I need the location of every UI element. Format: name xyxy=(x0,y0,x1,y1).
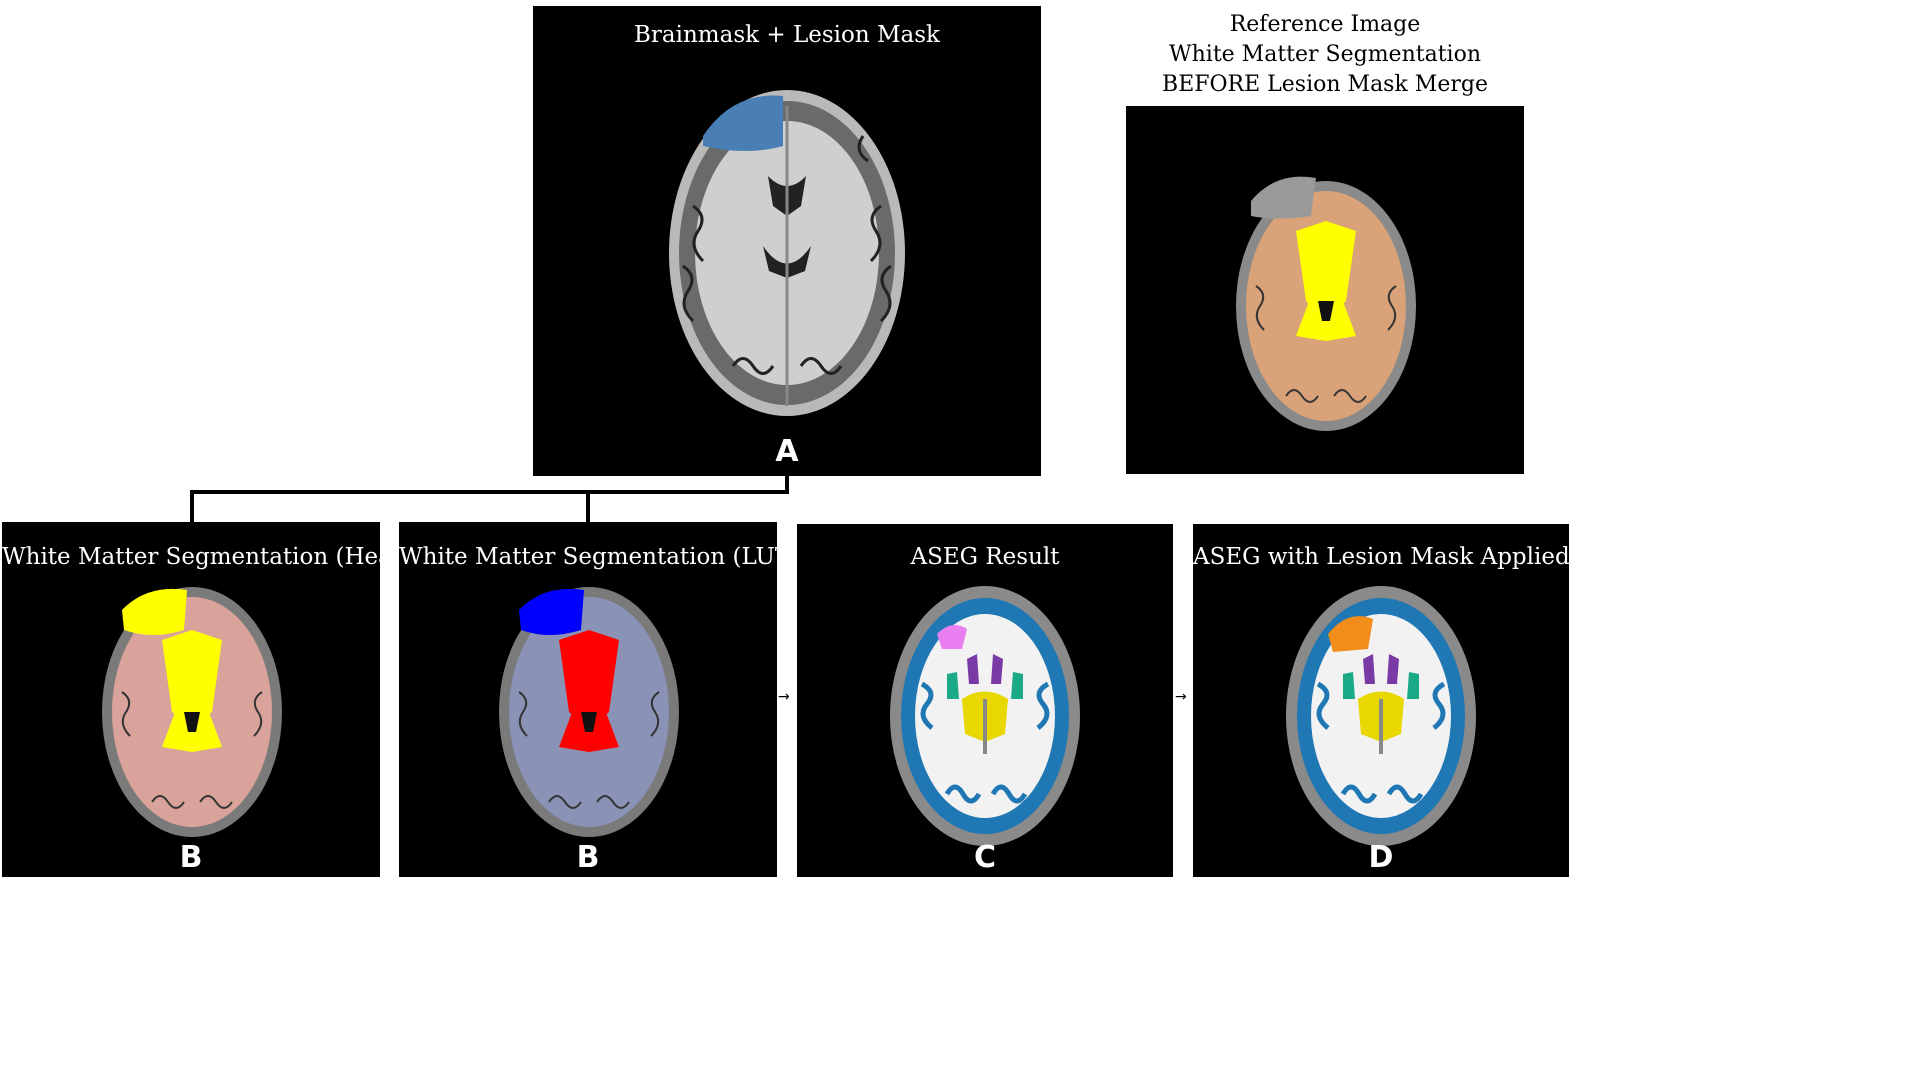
panel-a: Brainmask + Lesion Mask A xyxy=(533,6,1041,476)
panel-c: ASEG Result C xyxy=(797,524,1173,877)
connector-lines xyxy=(190,476,789,522)
brain-image-d xyxy=(1286,586,1476,846)
panel-b-heat: White Matter Segmentation (Heat) B xyxy=(2,522,411,877)
panel-d-label: D xyxy=(1368,840,1394,875)
panel-c-title: ASEG Result xyxy=(910,544,1060,570)
arrow-b-to-c: → xyxy=(778,689,790,705)
lesion-region-b-heat xyxy=(122,588,187,635)
panel-a-title: Brainmask + Lesion Mask xyxy=(634,22,940,48)
panel-c-label: C xyxy=(973,840,997,875)
lesion-region-a xyxy=(703,95,783,151)
brain-image-b-heat xyxy=(102,587,282,837)
reference-title: Reference Image White Matter Segmentatio… xyxy=(1126,10,1524,100)
reference-title-line: White Matter Segmentation xyxy=(1169,42,1481,67)
panel-b-lut: White Matter Segmentation (LUT) B xyxy=(399,522,800,877)
brain-image-c xyxy=(890,586,1080,846)
brain-image-reference xyxy=(1236,176,1416,431)
panel-d-title: ASEG with Lesion Mask Applied xyxy=(1193,544,1570,570)
lesion-region-b-lut xyxy=(519,588,584,635)
lesion-region-d xyxy=(1328,616,1373,652)
panel-b-lut-label: B xyxy=(576,840,600,875)
reference-title-line: BEFORE Lesion Mask Merge xyxy=(1162,72,1488,97)
panel-b-lut-title: White Matter Segmentation (LUT) xyxy=(399,544,800,570)
panel-reference xyxy=(1126,106,1524,474)
reference-title-line: Reference Image xyxy=(1229,12,1421,37)
arrow-c-to-d: → xyxy=(1175,689,1187,705)
panel-b-heat-title: White Matter Segmentation (Heat) xyxy=(2,544,411,570)
panel-b-heat-label: B xyxy=(179,840,203,875)
brain-image-a xyxy=(669,90,905,416)
panel-d: ASEG with Lesion Mask Applied D xyxy=(1193,524,1570,877)
brain-image-b-lut xyxy=(499,587,679,837)
panel-a-label: A xyxy=(775,434,799,469)
